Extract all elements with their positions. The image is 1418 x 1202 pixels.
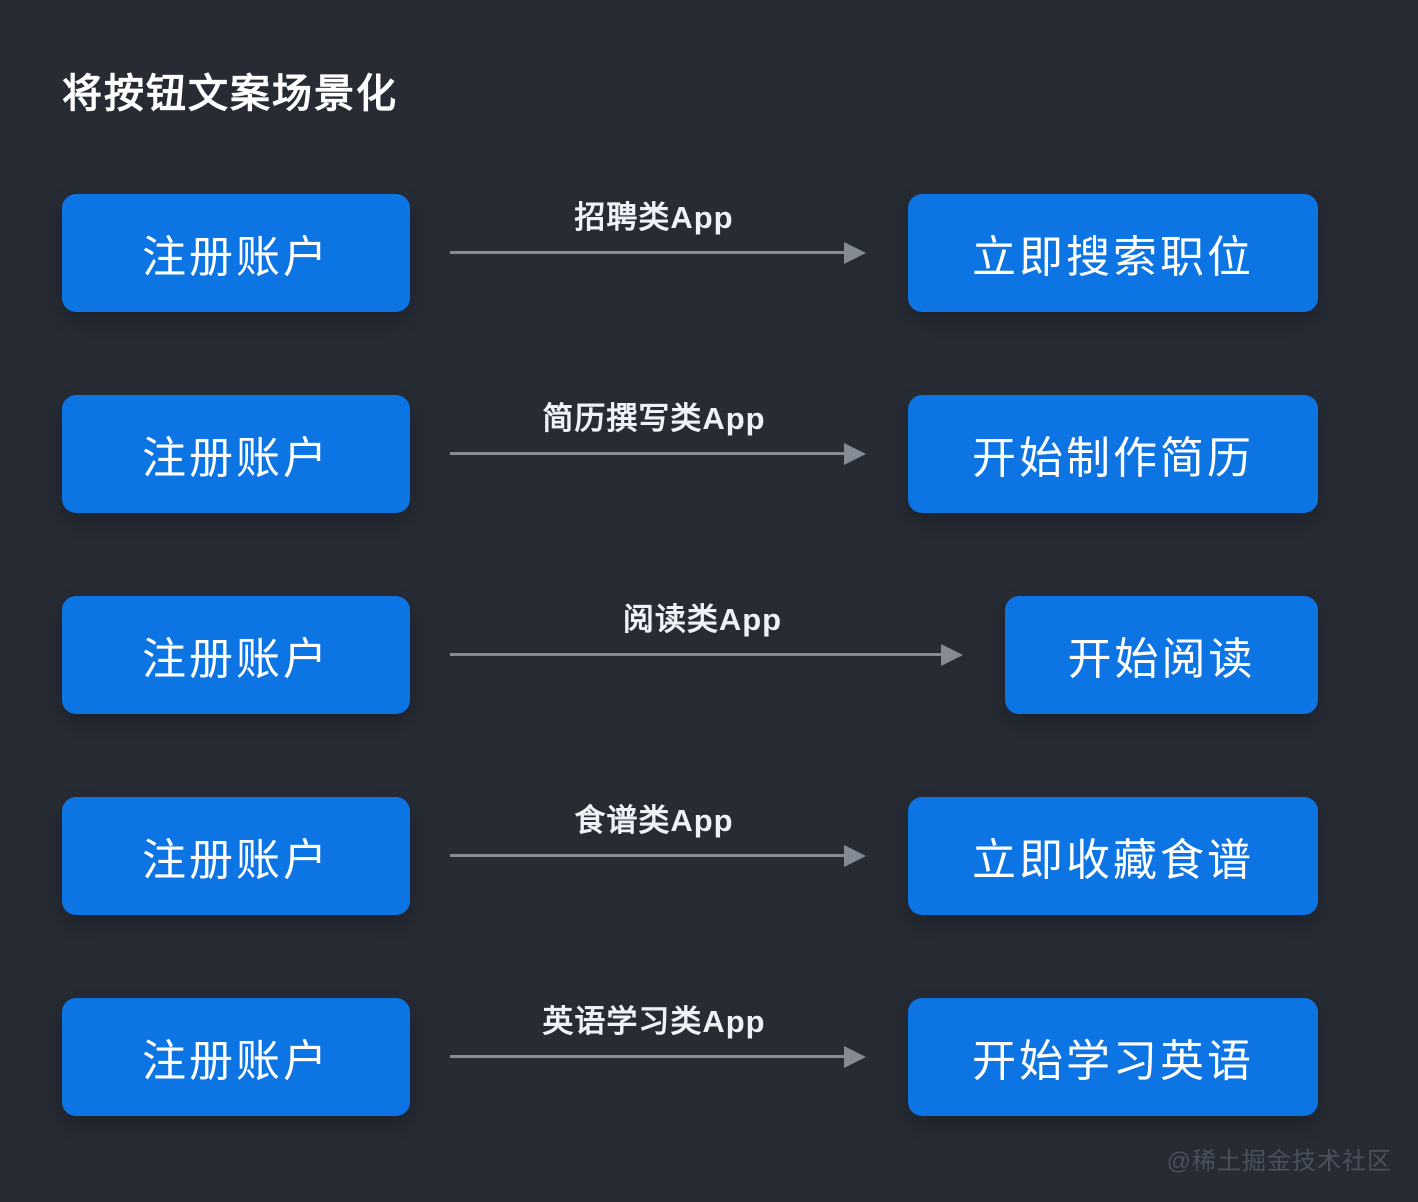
arrowhead-icon [941, 643, 963, 666]
register-account-button[interactable]: 注册账户 [62, 797, 410, 915]
arrowhead-icon [844, 442, 866, 465]
register-account-button[interactable]: 注册账户 [62, 395, 410, 513]
arrowhead-icon [844, 844, 866, 867]
page-title: 将按钮文案场景化 [62, 72, 398, 116]
right-arrow-icon [450, 1045, 866, 1068]
arrow-connector: 阅读类App [450, 596, 963, 714]
cta-button-make-resume[interactable]: 开始制作简历 [908, 395, 1318, 513]
scenario-row-recruiting: 注册账户 招聘类App 立即搜索职位 [62, 194, 1318, 312]
scenario-row-recipe: 注册账户 食谱类App 立即收藏食谱 [62, 797, 1318, 915]
arrow-connector: 招聘类App [450, 194, 866, 312]
arrow-connector: 英语学习类App [450, 998, 866, 1116]
app-category-label: 简历撰写类App [542, 401, 766, 436]
right-arrow-icon [450, 442, 866, 465]
scenario-row-reading: 注册账户 阅读类App 开始阅读 [62, 596, 1318, 714]
app-category-label: 招聘类App [574, 200, 734, 235]
register-account-button[interactable]: 注册账户 [62, 596, 410, 714]
cta-button-search-jobs[interactable]: 立即搜索职位 [908, 194, 1318, 312]
cta-button-start-reading[interactable]: 开始阅读 [1005, 596, 1318, 714]
arrow-connector: 食谱类App [450, 797, 866, 915]
app-category-label: 食谱类App [574, 803, 734, 838]
app-category-label: 阅读类App [622, 602, 783, 637]
register-account-button[interactable]: 注册账户 [62, 998, 410, 1116]
register-account-button[interactable]: 注册账户 [62, 194, 410, 312]
watermark: @稀土掘金技术社区 [1166, 1148, 1392, 1175]
app-category-label: 英语学习类App [542, 1004, 766, 1039]
arrowhead-icon [844, 1045, 866, 1068]
cta-button-learn-english[interactable]: 开始学习英语 [908, 998, 1318, 1116]
arrow-connector: 简历撰写类App [450, 395, 866, 513]
right-arrow-icon [450, 844, 866, 867]
scenario-row-resume: 注册账户 简历撰写类App 开始制作简历 [62, 395, 1318, 513]
right-arrow-icon [450, 241, 866, 264]
cta-button-save-recipe[interactable]: 立即收藏食谱 [908, 797, 1318, 915]
scenario-row-english: 注册账户 英语学习类App 开始学习英语 [62, 998, 1318, 1116]
arrowhead-icon [844, 241, 866, 264]
right-arrow-icon [450, 643, 963, 666]
